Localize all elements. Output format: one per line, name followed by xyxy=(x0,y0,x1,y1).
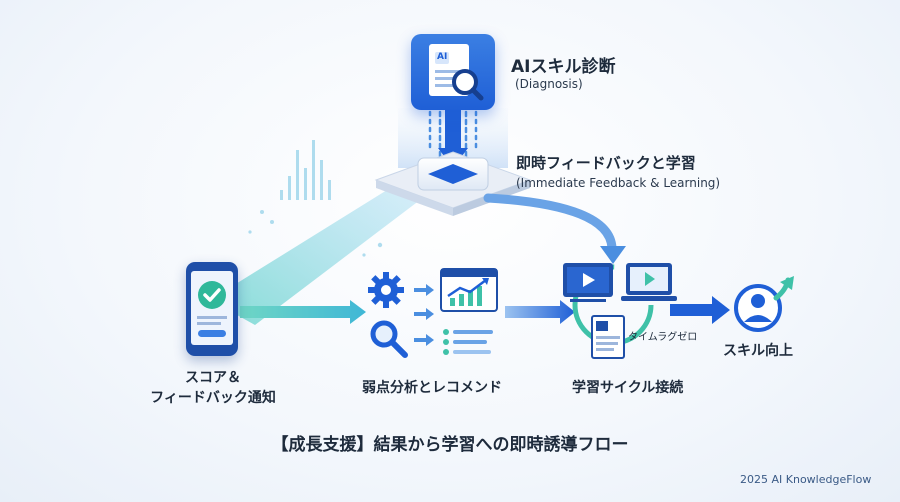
document-icon xyxy=(591,315,625,359)
arrow-phone-to-analysis xyxy=(240,300,366,324)
step-skill-label: スキル向上 xyxy=(723,343,793,359)
list-lines-icon xyxy=(443,329,493,355)
user-skill-up-icon xyxy=(734,276,794,332)
chart-window-icon xyxy=(440,268,498,312)
laptop-video-icon xyxy=(621,263,677,301)
arrow-learning-to-skill xyxy=(670,296,730,324)
video-player-icon xyxy=(563,263,613,302)
footer-title: 【成長支援】結果から学習への即時誘導フロー xyxy=(271,435,629,455)
diagnosis-subtitle: (Diagnosis) xyxy=(515,77,583,91)
analysis-arrows xyxy=(414,284,434,346)
doc-ai-label: AI xyxy=(437,52,448,62)
magnifier-icon xyxy=(370,320,408,358)
gear-icon xyxy=(368,272,404,308)
step-learning-label: 学習サイクル接続 xyxy=(572,380,684,396)
arrow-analysis-to-learning xyxy=(505,300,575,324)
step-analysis-label: 弱点分析とレコメンド xyxy=(362,380,502,396)
data-beam xyxy=(210,182,420,325)
step-score-line2: フィードバック通知 xyxy=(150,390,276,406)
step-score-label: スコア＆ フィードバック通知 xyxy=(150,368,276,408)
curve-arrow-to-learning xyxy=(483,193,617,253)
downward-data-flow xyxy=(428,110,478,160)
smartphone-icon xyxy=(186,262,238,356)
diagnosis-title: AIスキル診断 xyxy=(511,57,616,77)
diagnosis-icon: AI xyxy=(411,34,495,110)
feedback-hub-subtitle: (Immediate Feedback & Learning) xyxy=(516,176,721,190)
step-score-line1: スコア＆ xyxy=(185,370,241,386)
data-dots-decoration xyxy=(248,140,383,257)
footer-credit: 2025 AI KnowledgeFlow xyxy=(740,473,872,486)
timelag-note: タイムラグゼロ xyxy=(628,332,698,343)
feedback-hub-title: 即時フィードバックと学習 xyxy=(516,154,696,172)
check-circle-icon xyxy=(198,281,226,309)
